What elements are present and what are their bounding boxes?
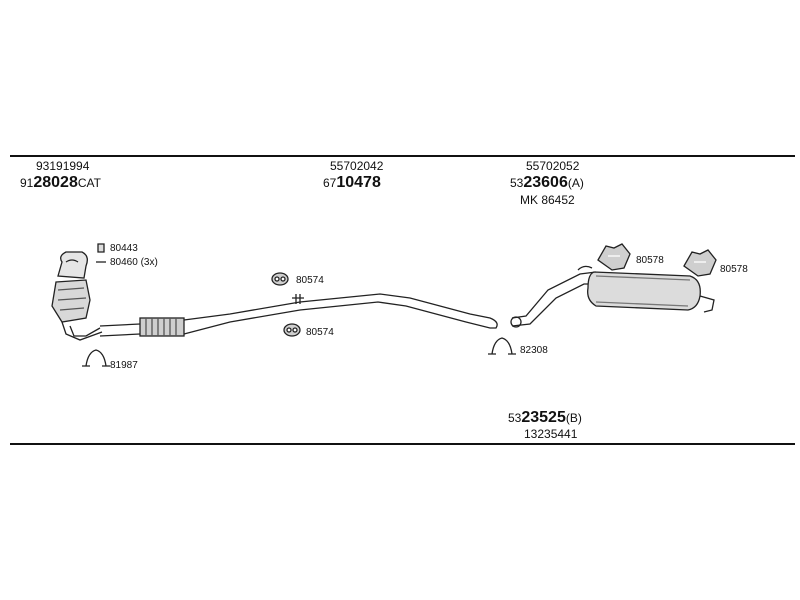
hanger-icon-top <box>271 272 289 286</box>
catalytic-part-number: 9128028CAT <box>20 175 101 191</box>
catalytic-code: 28028 <box>33 174 78 191</box>
rear-muffler-b-part-number: 5323525(B) <box>508 410 582 426</box>
hanger-label-top: 80574 <box>296 275 324 286</box>
catalytic-converter <box>51 251 103 341</box>
rear-muffler <box>510 265 715 328</box>
clamp-label-2: 82308 <box>520 345 548 356</box>
catalytic-suffix: CAT <box>77 176 101 190</box>
rear-muffler-part-number: 5323606(A) <box>510 175 584 191</box>
hanger-icon-bottom <box>283 323 301 337</box>
rear-muffler-suffix: (A) <box>567 176 584 190</box>
rear-muffler-kit-number: MK 86452 <box>520 193 575 207</box>
rubber-mount-label-1: 80578 <box>636 255 664 266</box>
bolt-kit-label: 80460 (3x) <box>110 257 158 268</box>
rear-muffler-b-prefix: 53 <box>508 411 522 425</box>
rubber-mount-icon-1 <box>597 243 631 271</box>
top-rule <box>10 155 795 157</box>
rear-muffler-b-code: 23525 <box>521 409 566 426</box>
hanger-label-bottom: 80574 <box>306 327 334 338</box>
rear-muffler-code: 23606 <box>523 174 568 191</box>
rubber-mount-label-2: 80578 <box>720 264 748 275</box>
front-pipe <box>99 293 498 337</box>
rear-muffler-b-suffix: (B) <box>565 411 582 425</box>
rear-muffler-ref-number: 55702052 <box>526 159 580 173</box>
rear-muffler-prefix: 53 <box>510 176 524 190</box>
catalytic-ref-number: 93191994 <box>36 159 90 173</box>
rear-muffler-b-ref-number: 13235441 <box>524 427 578 441</box>
clamp-label-1: 81987 <box>110 360 138 371</box>
middle-pipe-code: 10478 <box>336 174 381 191</box>
gasket-label: 80443 <box>110 243 138 254</box>
catalytic-prefix: 91 <box>20 176 34 190</box>
pipe-bracket-icon <box>292 294 304 304</box>
bottom-rule <box>10 443 795 445</box>
gasket-icon <box>96 243 106 263</box>
clamp-icon-2 <box>488 337 516 355</box>
middle-pipe-ref-number: 55702042 <box>330 159 384 173</box>
middle-pipe-part-number: 6710478 <box>323 175 381 191</box>
rubber-mount-icon-2 <box>683 249 717 277</box>
clamp-icon-1 <box>82 349 110 367</box>
middle-pipe-prefix: 67 <box>323 176 337 190</box>
